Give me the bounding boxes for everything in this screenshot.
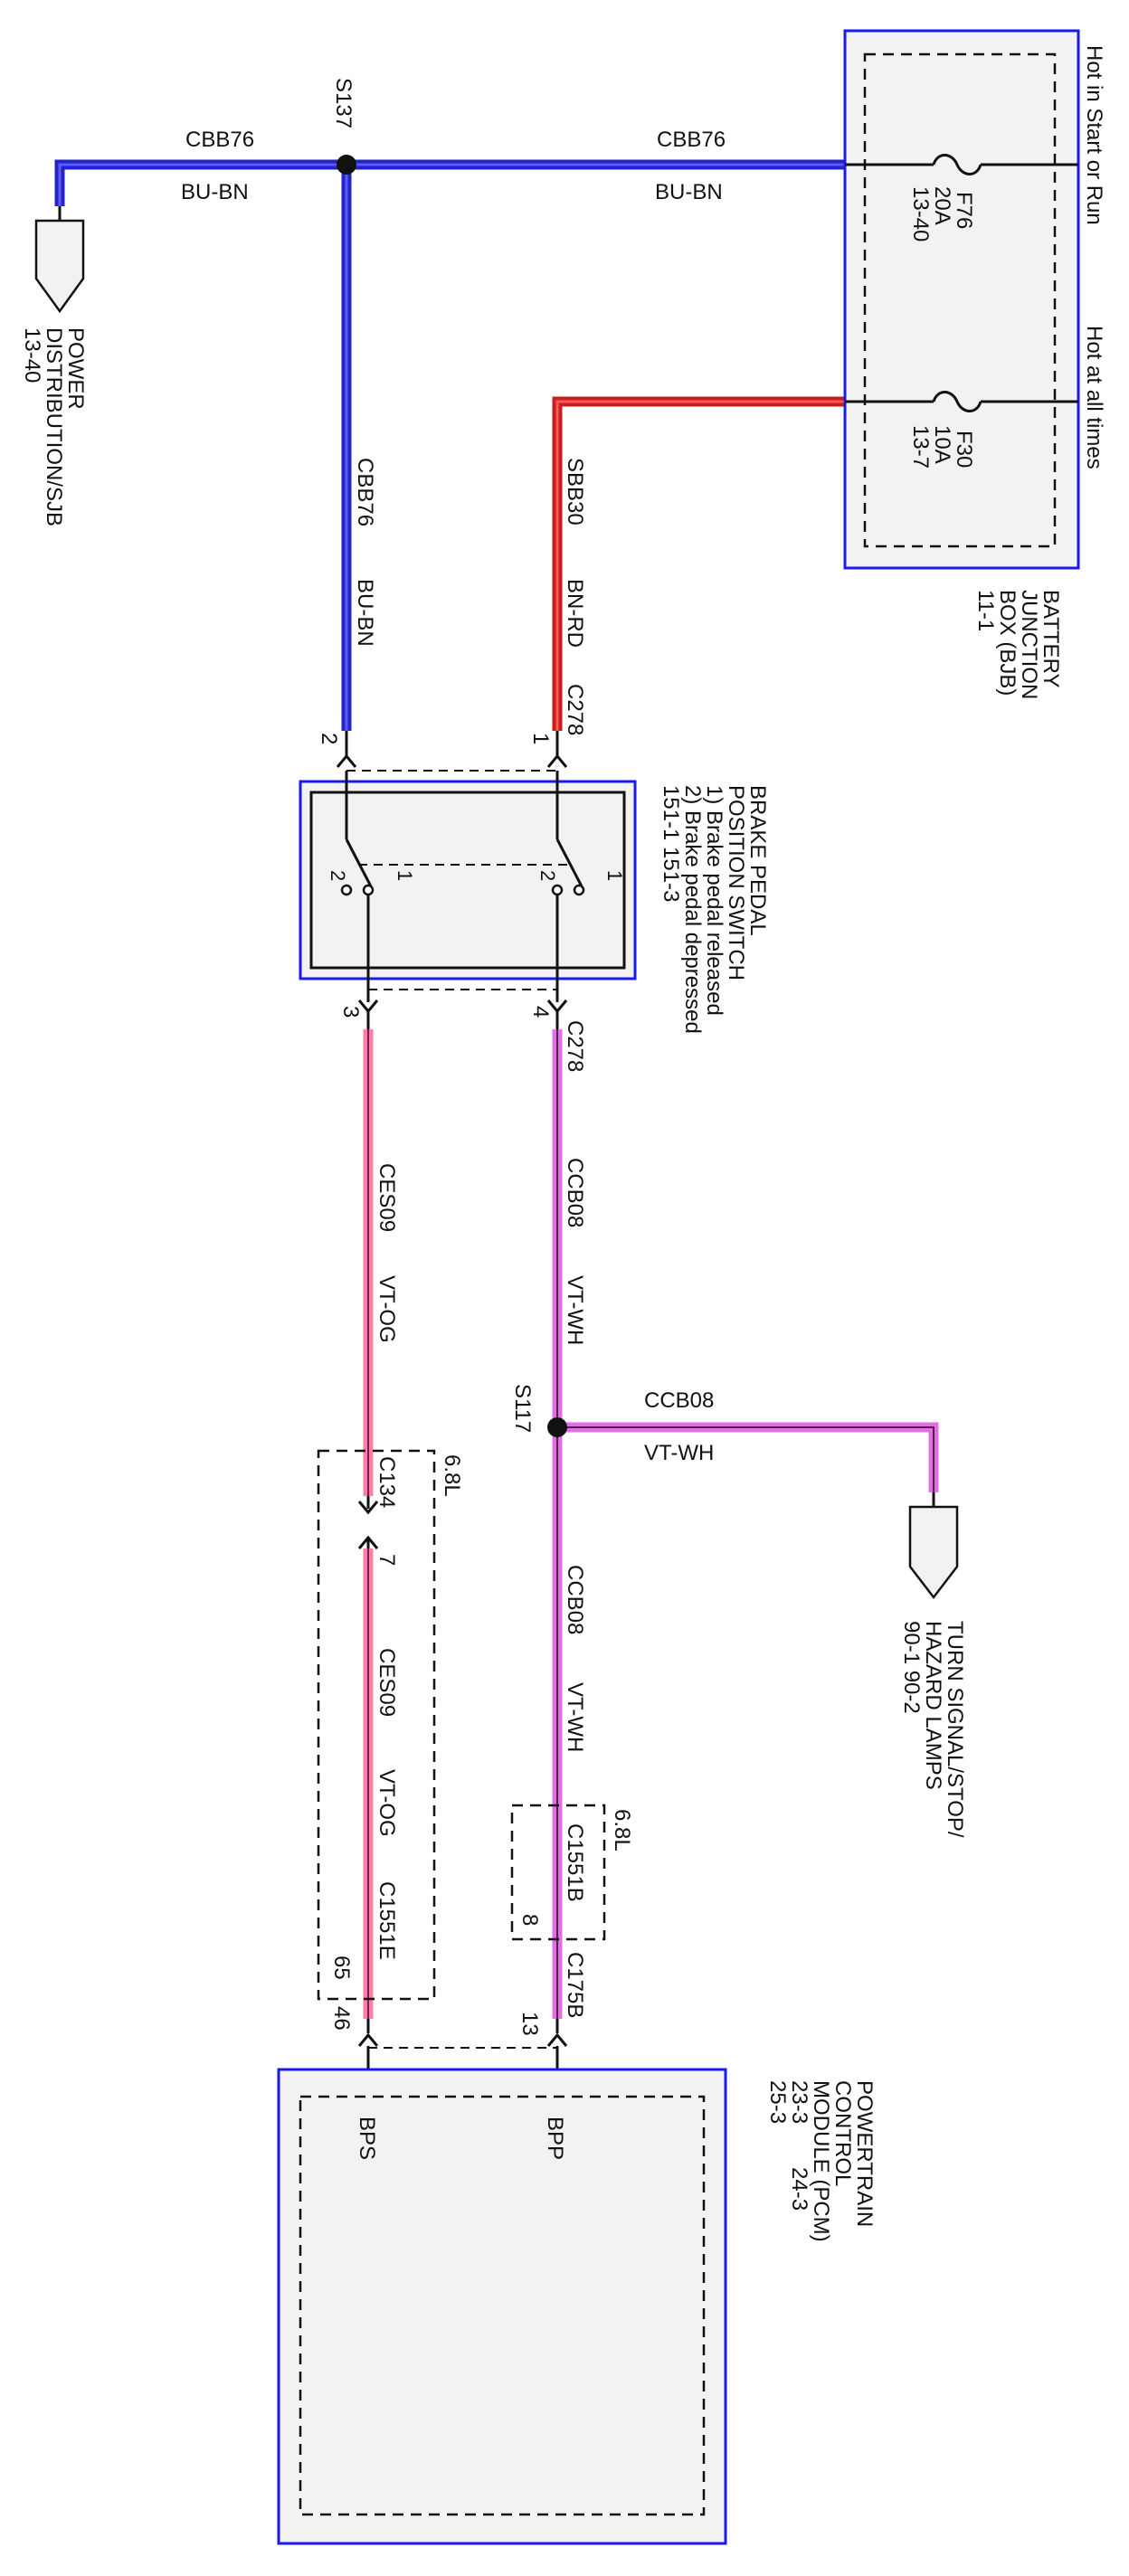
label-signal-bpp: BPP (543, 2117, 567, 2160)
label-vt-wh-horizontal: VT-WH (644, 1441, 714, 1465)
label-c278-top: C278 (563, 684, 587, 735)
bjb-box (843, 29, 1080, 570)
label-bu-bn-right: BU-BN (655, 180, 723, 204)
label-cbb76-vertical: CBB76 (353, 458, 377, 526)
label-c1551b: C1551B (563, 1823, 587, 1902)
connector-c278-bottom (357, 989, 568, 1029)
label-bjb-ref: 11-1 (973, 590, 998, 631)
label-pd-title-2: DISTRIBUTION/SJB (42, 327, 66, 526)
label-fuse-f30-ref: 13-7 (908, 425, 933, 469)
brake-switch-box (299, 780, 637, 980)
label-pin-13: 13 (517, 2012, 542, 2036)
label-ces09-upper: CES09 (375, 1163, 399, 1232)
label-engine-68l-right: 6.8L (610, 1809, 634, 1852)
label-pin-46: 46 (329, 2006, 354, 2031)
label-c1551e: C1551E (375, 1881, 399, 1960)
label-bps-ref: 151-1 151-3 (659, 785, 683, 902)
label-switch-pin-1-right: 1 (603, 870, 626, 881)
brake-switch-inner (309, 791, 626, 970)
label-bjb-name-1: BATTERY (1039, 590, 1063, 687)
splice-s117-dot (547, 1417, 567, 1437)
label-turn-title-1: TURN SIGNAL/STOP/ (943, 1621, 967, 1838)
engine-option-box-right (510, 1804, 606, 1941)
label-switch-pin-2-left: 2 (327, 870, 349, 881)
connector-c134 (357, 1496, 379, 1549)
label-ccb08-lower: CCB08 (563, 1565, 587, 1634)
engine-option-box-left (317, 1449, 436, 2001)
label-sbb30: SBB30 (563, 458, 587, 526)
label-turn-ref: 90-1 90-2 (899, 1621, 924, 1714)
label-pcm-ref-1: 23-3 (787, 2080, 811, 2124)
label-cbb76-left: CBB76 (185, 128, 254, 152)
pcm-inner (299, 2095, 706, 2516)
label-pcm-title-2: CONTROL (830, 2080, 855, 2186)
label-c175b: C175B (563, 1952, 587, 2018)
label-pin-3: 3 (338, 1006, 363, 1018)
pcm-box (277, 2068, 727, 2545)
label-bn-rd: BN-RD (563, 579, 587, 648)
label-fuse-f76-amp: 20A (930, 186, 954, 225)
label-bps-note-2: 2) Brake pedal depressed (680, 785, 705, 1034)
label-fuse-f76-id: F76 (952, 192, 976, 229)
label-bps-title-1: BRAKE PEDAL (745, 785, 770, 936)
label-switch-pin-1-left: 1 (394, 870, 416, 881)
label-pcm-title-1: POWERTRAIN (852, 2080, 877, 2227)
label-vt-wh-upper: VT-WH (563, 1275, 587, 1345)
label-cbb76-right: CBB76 (657, 128, 726, 152)
connector-c278-top (336, 731, 568, 772)
label-engine-68l-left: 6.8L (440, 1454, 464, 1497)
label-vt-wh-lower: VT-WH (563, 1682, 587, 1752)
label-pin-2-top: 2 (317, 733, 341, 744)
label-ccb08-horizontal: CCB08 (644, 1388, 714, 1413)
label-splice-s137: S137 (331, 78, 356, 128)
bjb-inner (863, 52, 1057, 548)
label-pin-8: 8 (517, 1914, 542, 1926)
label-pin-65: 65 (329, 1956, 354, 1980)
label-fuse-f30-id: F30 (952, 431, 976, 468)
label-pin-7: 7 (375, 1554, 399, 1566)
label-switch-pin-2-right: 2 (536, 870, 559, 881)
label-c278-bottom: C278 (563, 1020, 587, 1072)
brake-switch-contacts (340, 771, 585, 1002)
label-bu-bn-left: BU-BN (181, 180, 249, 204)
label-pcm-title-3: MODULE (PCM) (809, 2080, 833, 2242)
label-splice-s117: S117 (510, 1384, 535, 1433)
wire-cbb76-top (54, 159, 845, 206)
label-vt-og-upper: VT-OG (375, 1275, 399, 1343)
label-hot-start-run: Hot in Start or Run (1082, 45, 1106, 225)
label-bjb-name-3: BOX (BJB) (995, 590, 1020, 696)
label-ccb08-upper: CCB08 (563, 1158, 587, 1227)
label-turn-title-2: HAZARD LAMPS (921, 1621, 945, 1790)
label-signal-bps: BPS (355, 2117, 379, 2160)
label-bps-title-2: POSITION SWITCH (724, 785, 748, 980)
turn-signal-connector (908, 1505, 959, 1600)
label-ces09-lower: CES09 (375, 1648, 399, 1717)
label-pcm-ref-2: 24-3 (787, 2167, 811, 2211)
label-vt-og-lower: VT-OG (375, 1769, 399, 1837)
fuse-f30 (845, 391, 1078, 412)
fuse-f76 (845, 154, 1078, 175)
label-pd-ref: 13-40 (20, 327, 44, 383)
label-pcm-ref-3: 25-3 (765, 2080, 790, 2124)
label-pd-title-1: POWER (63, 327, 88, 410)
label-hot-all-times: Hot at all times (1082, 326, 1106, 469)
wire-ccb08 (552, 1029, 939, 2019)
label-fuse-f76-ref: 13-40 (908, 186, 933, 242)
label-bjb-name-2: JUNCTION (1017, 590, 1041, 699)
label-pin-4: 4 (528, 1006, 553, 1018)
label-c134: C134 (375, 1456, 399, 1508)
wire-sbb30 (552, 396, 845, 731)
power-distribution-connector (34, 219, 85, 314)
splice-s137-dot (337, 155, 356, 175)
label-bps-note-1: 1) Brake pedal released (702, 785, 726, 1016)
label-bu-bn-vertical: BU-BN (353, 579, 377, 647)
label-pin-1-top: 1 (528, 733, 553, 744)
label-fuse-f30-amp: 10A (930, 425, 954, 464)
